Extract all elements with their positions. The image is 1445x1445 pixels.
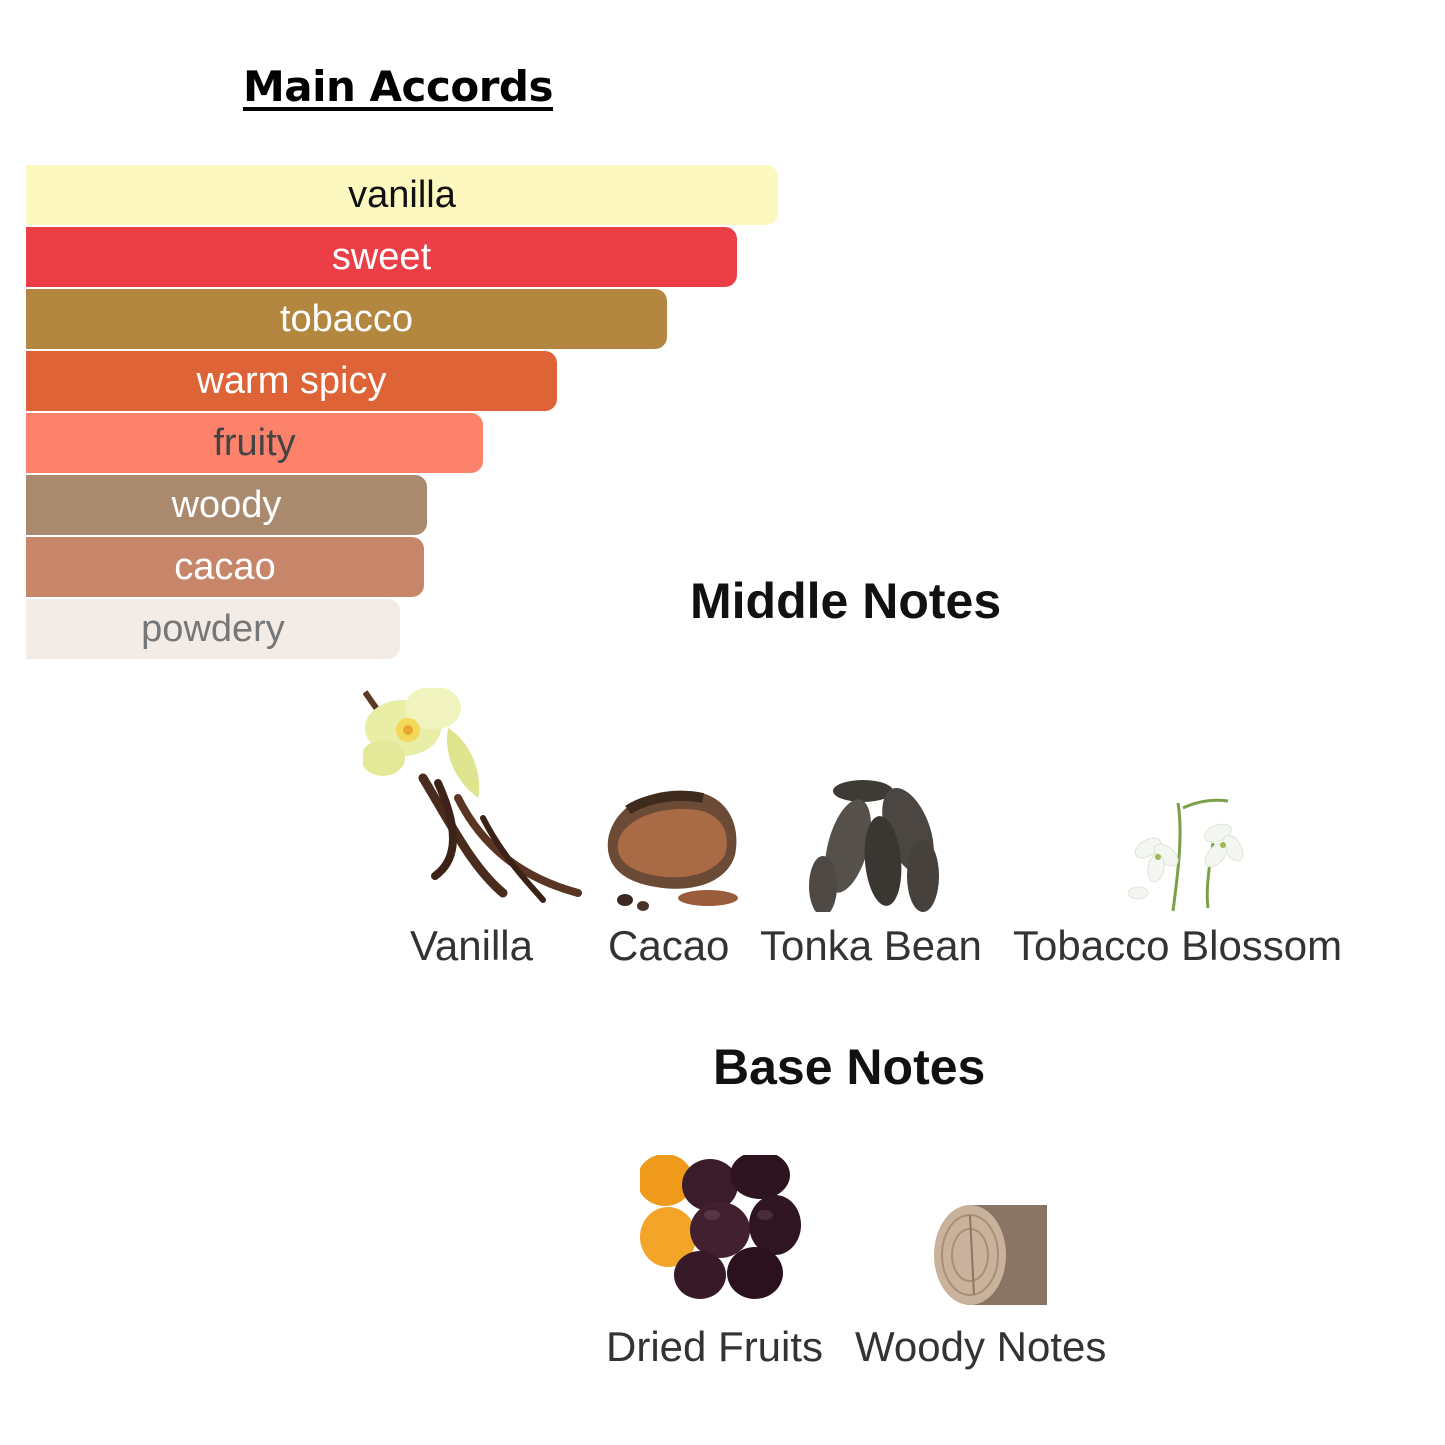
accord-bar-woody: woody bbox=[26, 475, 427, 535]
woody-notes-icon bbox=[934, 1205, 1047, 1305]
middle-note-label-tonka-bean: Tonka Bean bbox=[760, 922, 982, 969]
tobacco-blossom-icon bbox=[1128, 798, 1244, 912]
accord-bar-cacao: cacao bbox=[26, 537, 424, 597]
base-note-label-dried-fruits: Dried Fruits bbox=[606, 1323, 824, 1370]
accords-chart: vanilla sweet tobacco warm spicy fruity … bbox=[26, 165, 778, 661]
main-accords-title: Main Accords bbox=[243, 62, 553, 111]
middle-note-label-tobacco-blossom: Tobacco Blossom bbox=[1013, 922, 1343, 969]
middle-note-label-cacao: Cacao bbox=[608, 922, 730, 969]
vanilla-icon bbox=[363, 688, 582, 903]
accord-bar-vanilla: vanilla bbox=[26, 165, 778, 225]
middle-note-label-vanilla: Vanilla bbox=[410, 922, 533, 969]
tonka-bean-icon bbox=[808, 776, 944, 912]
base-note-label-woody-notes: Woody Notes bbox=[855, 1323, 1107, 1370]
dried-fruits-icon bbox=[640, 1155, 802, 1307]
base-notes-title: Base Notes bbox=[713, 1039, 986, 1095]
middle-notes-title: Middle Notes bbox=[690, 573, 1002, 629]
cacao-icon bbox=[607, 790, 738, 911]
accord-bar-warm-spicy: warm spicy bbox=[26, 351, 557, 411]
accord-bar-tobacco: tobacco bbox=[26, 289, 667, 349]
accord-bar-sweet: sweet bbox=[26, 227, 737, 287]
accord-bar-powdery: powdery bbox=[26, 599, 400, 659]
accord-bar-fruity: fruity bbox=[26, 413, 483, 473]
